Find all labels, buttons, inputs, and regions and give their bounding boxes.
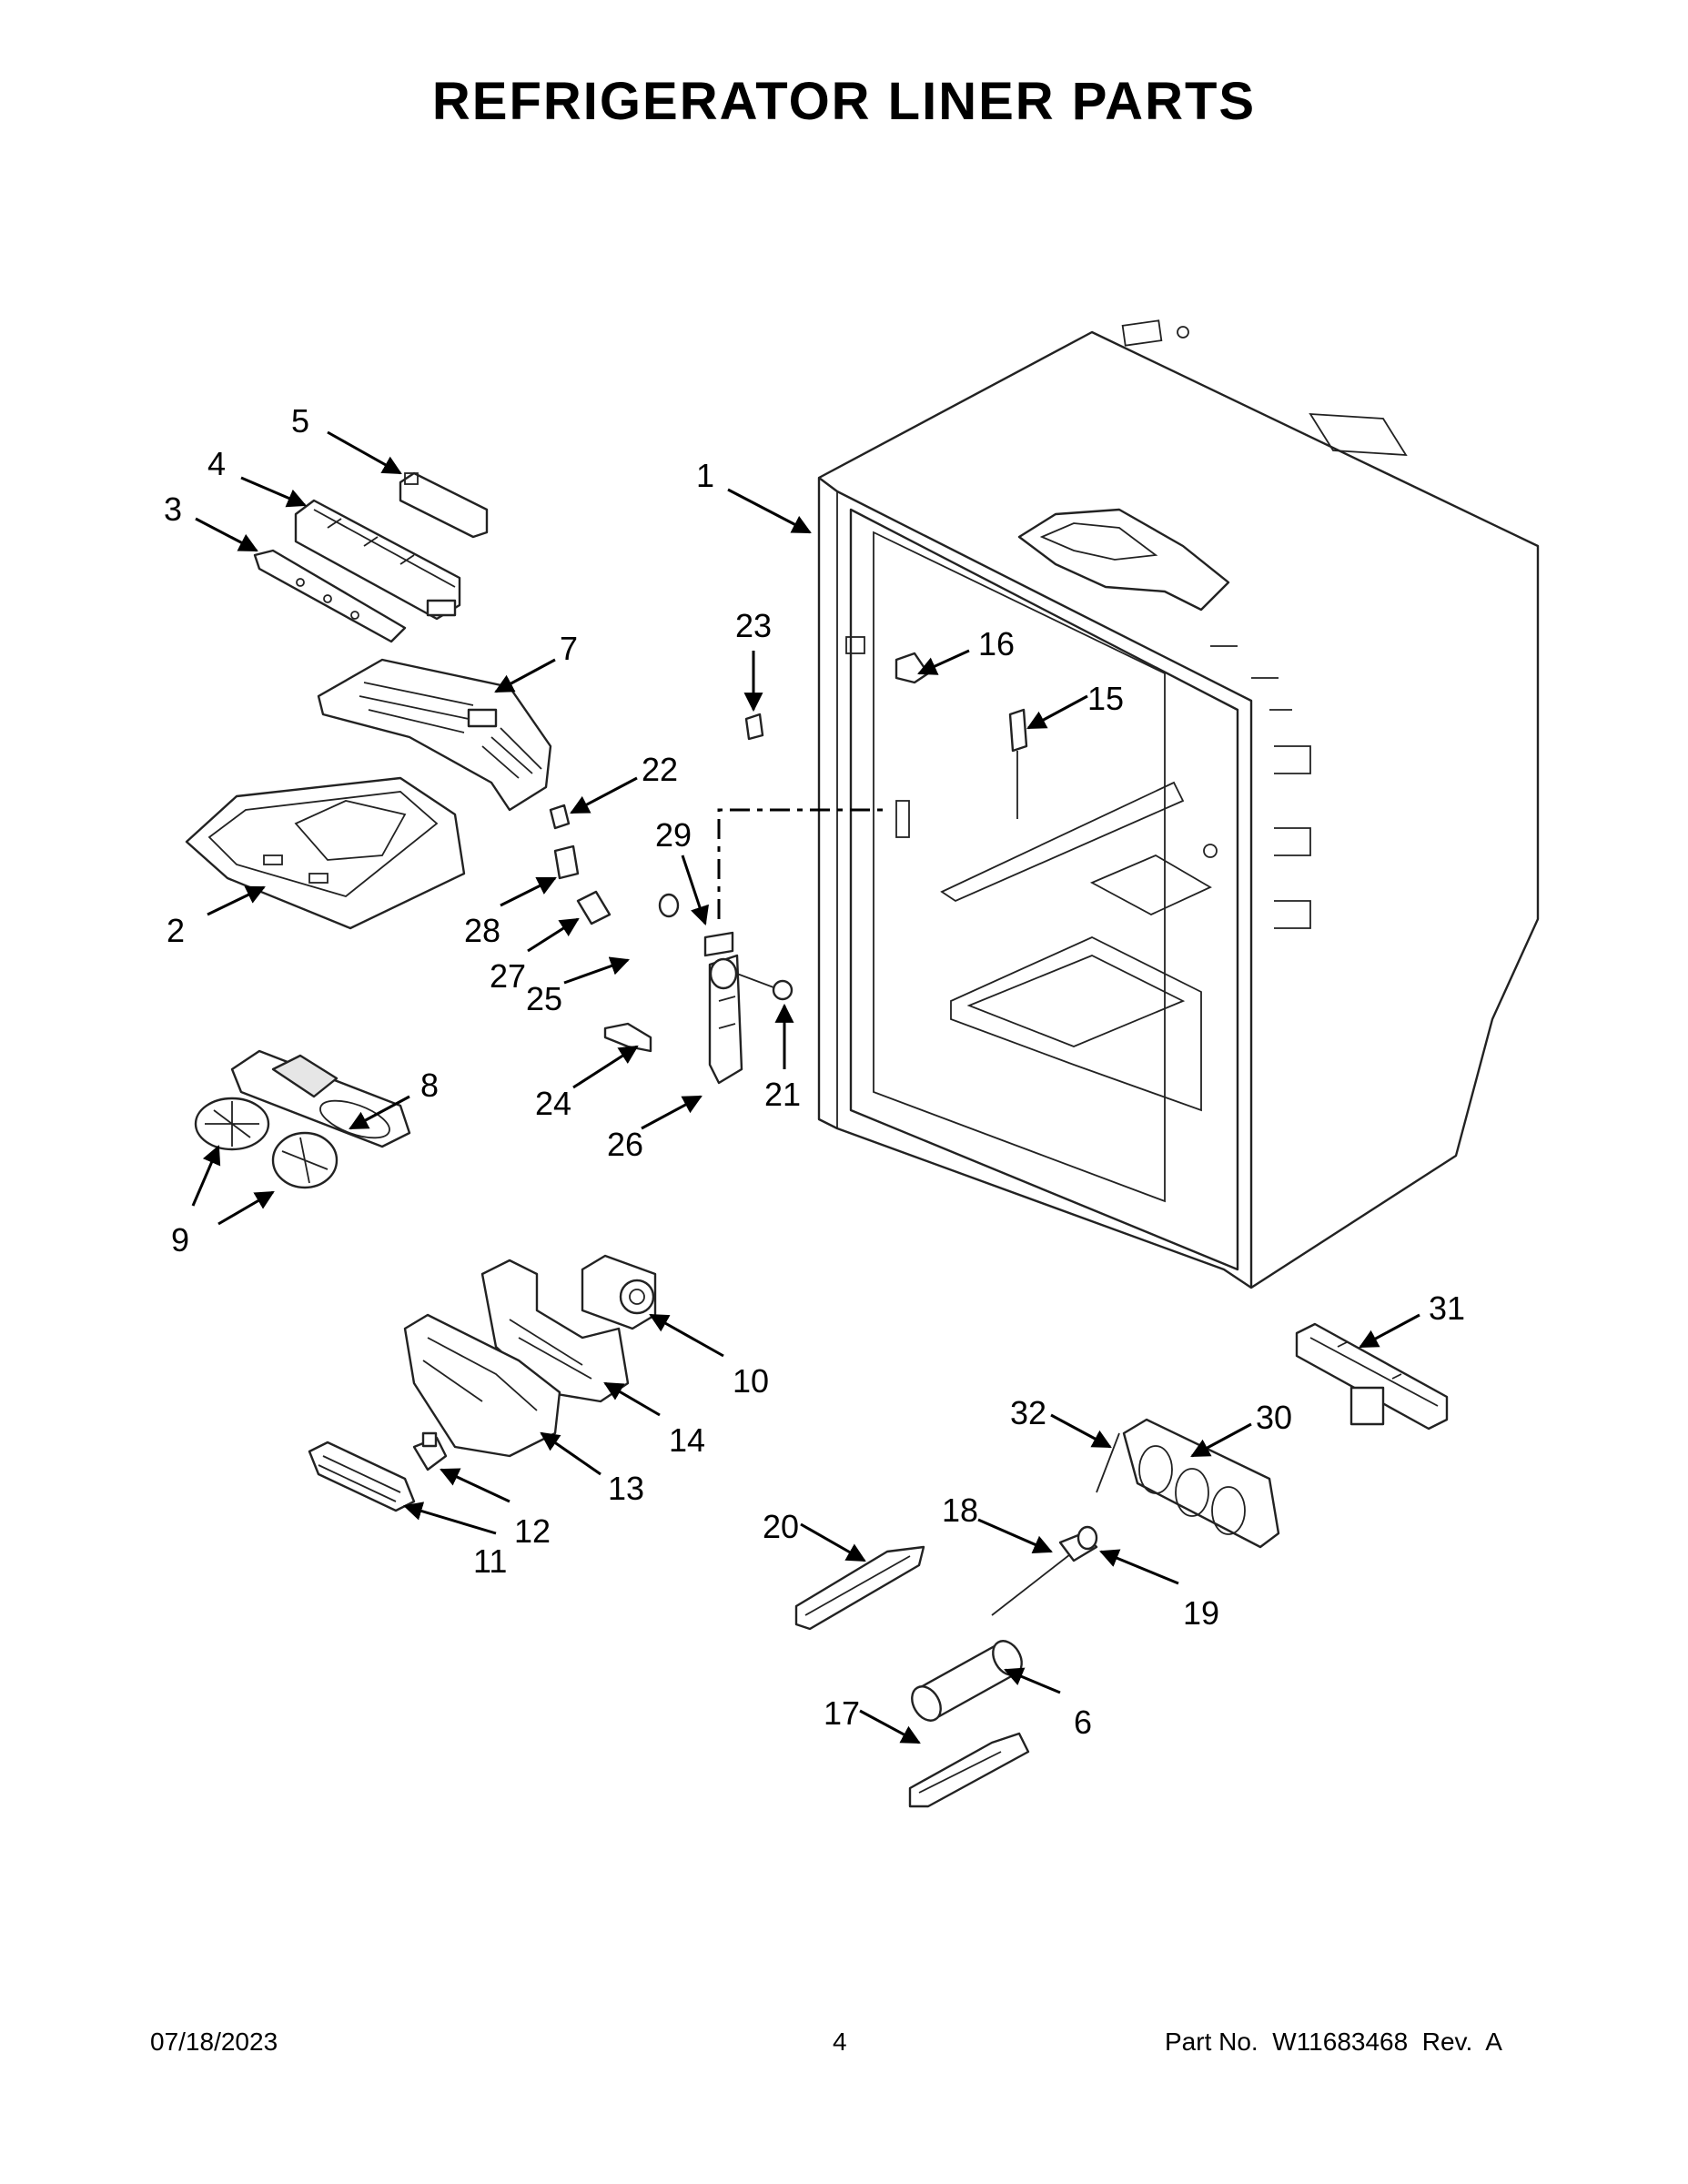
callout-14: 14: [669, 1421, 705, 1459]
footer-part-number: Part No. W11683468 Rev. A: [1165, 2027, 1502, 2056]
part-3-overlay: [253, 549, 407, 643]
callout-16: 16: [978, 625, 1015, 662]
callout-18: 18: [942, 1491, 978, 1529]
callout-31: 31: [1429, 1289, 1465, 1327]
part-2-cover: [185, 776, 466, 930]
part-15-sensor: [1008, 708, 1028, 819]
callout-5: 5: [291, 402, 309, 440]
callout-6: 6: [1074, 1704, 1092, 1741]
part-10-damper: [581, 1254, 657, 1330]
part-30-heater: [1122, 1418, 1280, 1549]
callout-1: 1: [696, 457, 714, 494]
part-31-bracket: [1295, 1322, 1449, 1431]
part-19-cap: [1076, 1525, 1098, 1551]
callout-22: 22: [642, 751, 678, 788]
callout-12: 12: [514, 1512, 551, 1550]
part-13-cover: [403, 1313, 561, 1458]
part-4-housing: [294, 499, 461, 621]
callout-29: 29: [655, 816, 692, 854]
part-21-screw: [736, 973, 793, 1001]
part-5-bracket: [399, 471, 489, 539]
part-24-clip: [603, 1022, 652, 1053]
part-23-clip: [744, 713, 764, 741]
callout-17: 17: [824, 1694, 860, 1732]
part-1-liner: [817, 319, 1540, 1289]
callout-9: 9: [171, 1221, 189, 1259]
part-17-bracket: [908, 1732, 1030, 1808]
part-6-filter: [911, 1640, 1023, 1722]
callout-20: 20: [763, 1508, 799, 1545]
callout-25: 25: [526, 980, 562, 1017]
reference-line: [717, 808, 887, 919]
part-25-tube: [625, 857, 680, 1010]
callout-15: 15: [1087, 680, 1124, 717]
part-32-sensor: [1096, 1432, 1120, 1493]
part-22-clip: [549, 804, 571, 830]
part-28-clip: [553, 844, 580, 880]
callout-23: 23: [735, 607, 772, 644]
page-title: REFRIGERATOR LINER PARTS: [431, 72, 1257, 131]
part-27-clip: [576, 890, 612, 925]
part-26-paddle: [708, 954, 743, 1085]
callout-21: 21: [764, 1076, 801, 1113]
callout-24: 24: [535, 1085, 571, 1122]
part-29-gasket: [703, 931, 734, 957]
callout-27: 27: [490, 957, 526, 995]
footer-date: 07/18/2023: [150, 2027, 278, 2056]
callout-2: 2: [167, 912, 185, 949]
callout-7: 7: [560, 630, 578, 667]
callout-3: 3: [164, 490, 182, 528]
callout-labels: 1 2 3 4 5 6 7 8 9 10 11 12 13 14 15 16 1…: [164, 402, 1465, 1741]
part-11-grille: [308, 1441, 416, 1512]
callout-26: 26: [607, 1126, 643, 1163]
footer-page-number: 4: [833, 2027, 847, 2056]
callout-19: 19: [1183, 1594, 1219, 1632]
callout-13: 13: [608, 1470, 644, 1507]
callout-28: 28: [464, 912, 500, 949]
callout-11: 11: [473, 1542, 507, 1580]
callout-8: 8: [420, 1067, 439, 1104]
callout-32: 32: [1010, 1394, 1046, 1431]
callout-10: 10: [733, 1362, 769, 1400]
leader-lines: [191, 430, 1420, 1744]
part-9-fans: [194, 1097, 339, 1189]
part-12-screw: [412, 1431, 448, 1471]
callout-4: 4: [207, 445, 226, 482]
callout-30: 30: [1256, 1399, 1292, 1436]
part-7-air-tower: [317, 658, 552, 812]
part-20-rail: [794, 1545, 925, 1631]
part-16-switch: [895, 652, 930, 684]
